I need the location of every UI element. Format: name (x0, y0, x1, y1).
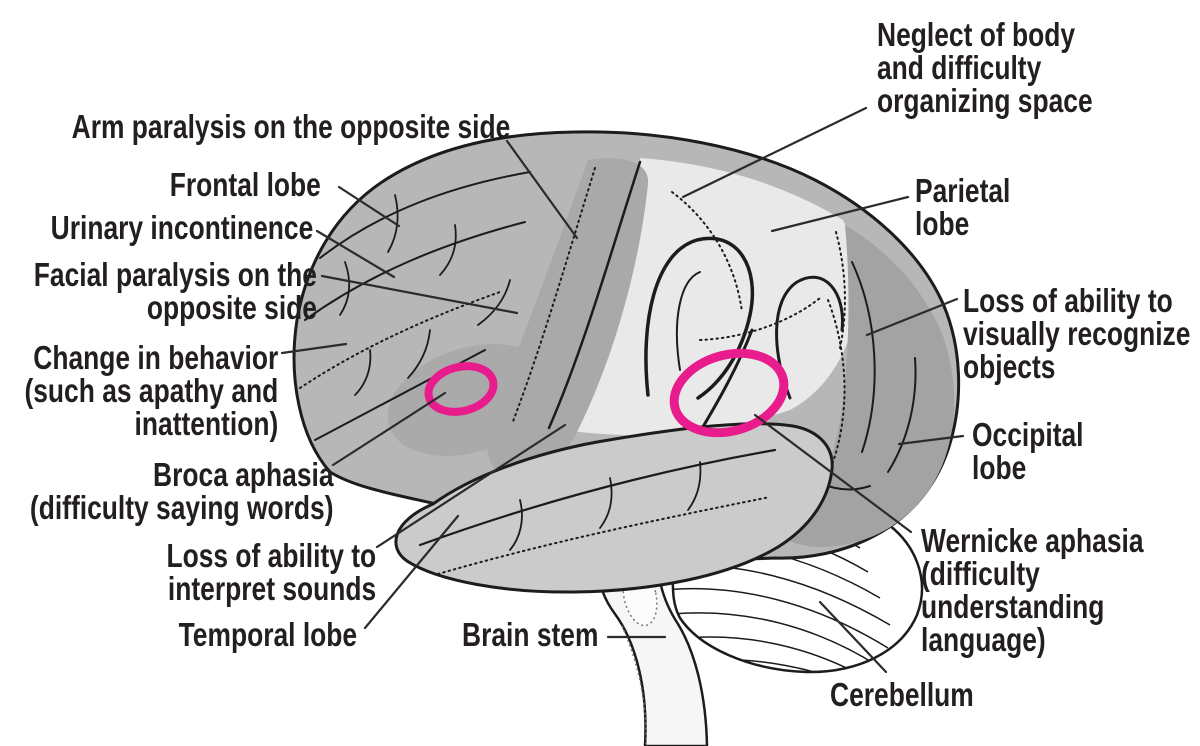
label-arm-paralysis: Arm paralysis on the opposite side (71, 108, 510, 145)
leader-parietal-lobe (770, 195, 910, 233)
leader-loss-interpret-sounds (375, 423, 567, 549)
wernicke-area-marker (669, 348, 789, 438)
inferior-frontal-shading (387, 344, 553, 456)
leader-temporal-lobe (363, 514, 460, 630)
label-neglect-of-body: Neglect of body and difficulty organizin… (877, 16, 1093, 119)
leader-loss-visual-recognize (865, 297, 959, 337)
label-cerebellum: Cerebellum (830, 676, 974, 713)
label-facial-paralysis: Facial paralysis on the opposite side (33, 256, 317, 326)
leader-change-in-behavior (280, 342, 348, 355)
cortex-gyri-lines (299, 160, 917, 491)
leader-occipital-lobe (897, 434, 965, 446)
label-parietal-lobe: Parietal lobe (915, 172, 1011, 242)
leader-cerebellum (818, 600, 888, 674)
leader-neglect-of-body (681, 106, 868, 199)
leader-frontal-lobe (337, 185, 401, 228)
label-broca-aphasia: Broca aphasia (difficulty saying words) (30, 456, 334, 526)
leader-wernicke-aphasia (753, 413, 913, 534)
label-urinary-incontinence: Urinary incontinence (50, 209, 313, 246)
label-loss-visual-recognize: Loss of ability to visually recognize ob… (963, 282, 1191, 385)
label-brain-stem: Brain stem (462, 616, 599, 653)
label-wernicke-aphasia: Wernicke aphasia (difficulty understandi… (921, 522, 1144, 658)
leader-urinary-incontinence (315, 229, 396, 279)
label-occipital-lobe: Occipital lobe (972, 416, 1084, 486)
leader-arm-paralysis (505, 139, 579, 240)
broca-area-marker (424, 362, 498, 416)
label-frontal-lobe: Frontal lobe (169, 166, 321, 203)
label-loss-interpret-sounds: Loss of ability to interpret sounds (166, 537, 376, 607)
leader-facial-paralysis (320, 274, 519, 315)
label-change-in-behavior: Change in behavior (such as apathy and i… (24, 339, 279, 442)
leader-broca-aphasia (331, 391, 447, 467)
temporal-lobe-region (394, 422, 834, 594)
label-temporal-lobe: Temporal lobe (178, 616, 357, 653)
